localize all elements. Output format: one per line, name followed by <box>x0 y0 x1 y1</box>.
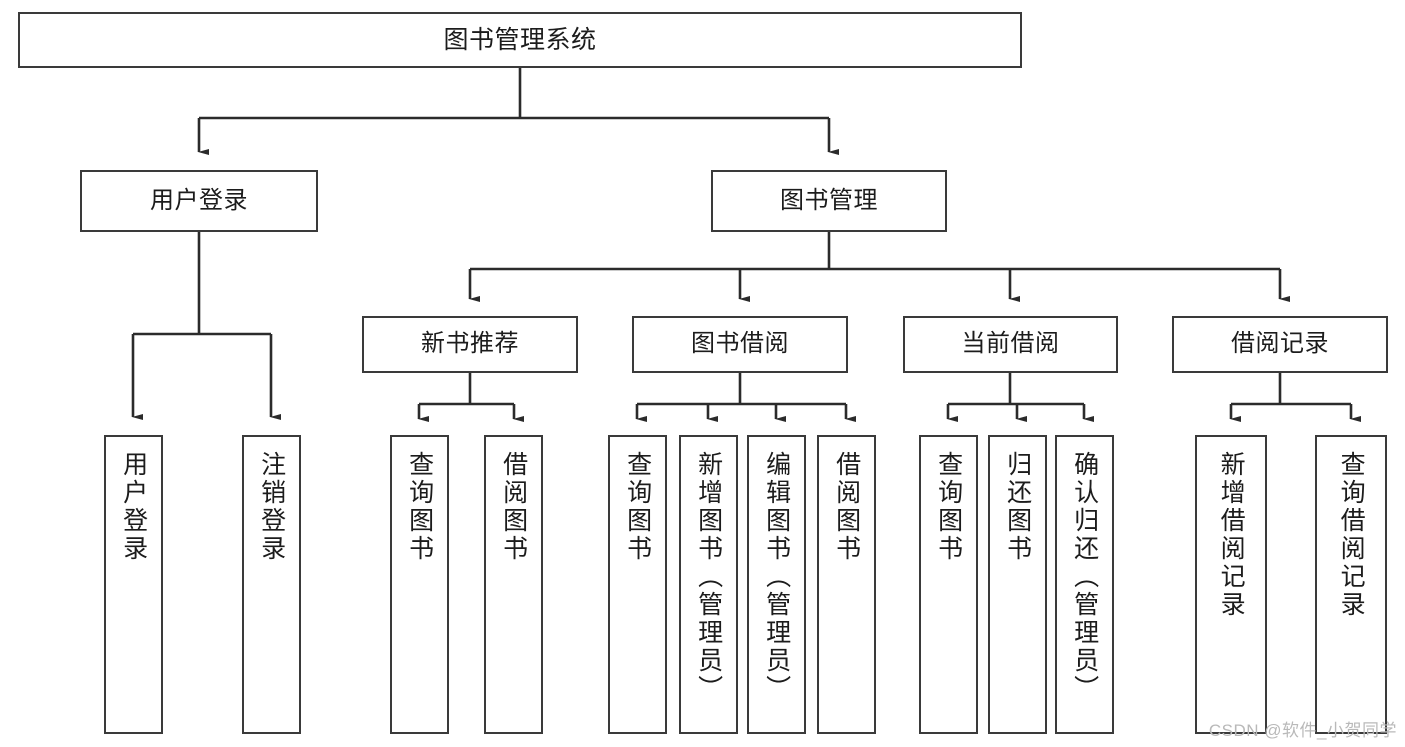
node-leaf-confirm-return[interactable]: 确认归还（管理员） <box>1055 435 1114 734</box>
csdn-watermark: CSDN @软件_小贺同学 <box>1208 721 1397 740</box>
node-leaf-query-record-label: 查询借阅记录 <box>1337 451 1366 619</box>
node-leaf-borrow-book-rec[interactable]: 借阅图书 <box>484 435 543 734</box>
node-user-login-label: 用户登录 <box>150 186 248 214</box>
node-current-borrow-label: 当前借阅 <box>961 330 1060 358</box>
node-leaf-user-logout[interactable]: 注销登录 <box>242 435 301 734</box>
node-leaf-edit-book[interactable]: 编辑图书（管理员） <box>747 435 806 734</box>
node-leaf-add-record[interactable]: 新增借阅记录 <box>1195 435 1267 734</box>
node-leaf-borrow-book[interactable]: 借阅图书 <box>817 435 876 734</box>
node-leaf-confirm-return-label: 确认归还（管理员） <box>1070 451 1099 703</box>
node-leaf-return-book[interactable]: 归还图书 <box>988 435 1047 734</box>
node-borrow-record-label: 借阅记录 <box>1231 330 1329 358</box>
node-root[interactable]: 图书管理系统 <box>18 12 1022 68</box>
node-leaf-query-book[interactable]: 查询图书 <box>608 435 667 734</box>
node-leaf-user-login[interactable]: 用户登录 <box>104 435 163 734</box>
node-new-book-recommend[interactable]: 新书推荐 <box>362 316 578 373</box>
node-root-label: 图书管理系统 <box>443 26 597 54</box>
node-user-login[interactable]: 用户登录 <box>80 170 318 232</box>
node-new-book-recommend-label: 新书推荐 <box>421 330 519 358</box>
node-leaf-borrow-book-rec-label: 借阅图书 <box>499 451 528 563</box>
node-book-manage[interactable]: 图书管理 <box>711 170 947 232</box>
node-leaf-add-record-label: 新增借阅记录 <box>1217 451 1246 619</box>
node-book-borrow-label: 图书借阅 <box>691 330 789 358</box>
node-current-borrow[interactable]: 当前借阅 <box>903 316 1118 373</box>
node-book-borrow[interactable]: 图书借阅 <box>632 316 848 373</box>
node-leaf-query-record[interactable]: 查询借阅记录 <box>1315 435 1387 734</box>
node-leaf-return-book-label: 归还图书 <box>1003 451 1032 563</box>
node-leaf-query-book-rec-label: 查询图书 <box>405 451 434 563</box>
node-leaf-add-book-label: 新增图书（管理员） <box>694 451 723 703</box>
node-leaf-query-book-label: 查询图书 <box>623 451 652 563</box>
node-leaf-query-book-rec[interactable]: 查询图书 <box>390 435 449 734</box>
node-borrow-record[interactable]: 借阅记录 <box>1172 316 1388 373</box>
node-leaf-query-book-cur[interactable]: 查询图书 <box>919 435 978 734</box>
node-leaf-edit-book-label: 编辑图书（管理员） <box>762 451 791 703</box>
node-leaf-user-logout-label: 注销登录 <box>257 451 286 563</box>
node-leaf-user-login-label: 用户登录 <box>119 451 148 563</box>
node-leaf-query-book-cur-label: 查询图书 <box>934 451 963 563</box>
node-book-manage-label: 图书管理 <box>780 186 878 214</box>
node-leaf-borrow-book-label: 借阅图书 <box>832 451 861 563</box>
node-leaf-add-book[interactable]: 新增图书（管理员） <box>679 435 738 734</box>
